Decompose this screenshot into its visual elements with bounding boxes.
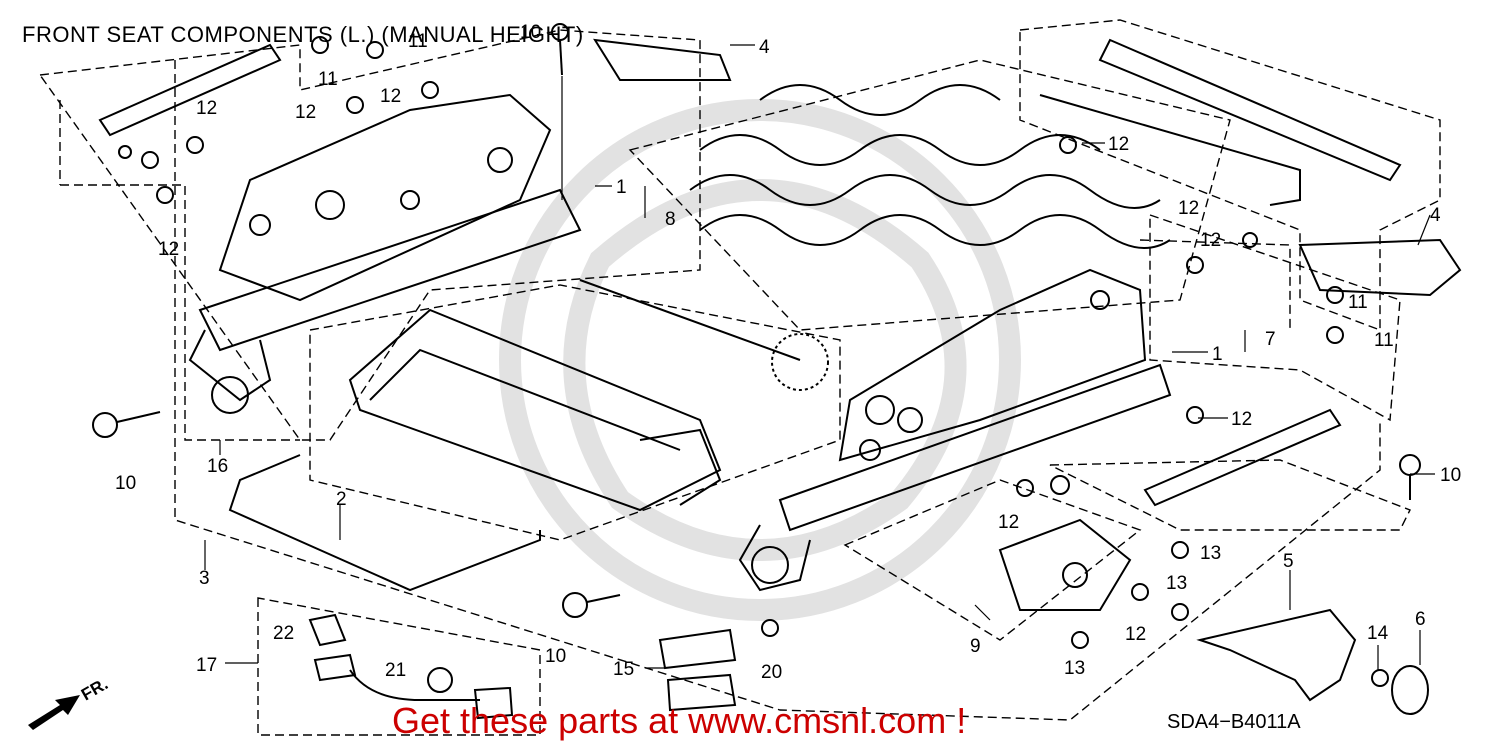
callout-14: 14: [1367, 623, 1389, 644]
right-seat-track-frame: [738, 268, 1172, 592]
callout-12: 12: [1200, 230, 1221, 251]
side-covers: [593, 38, 1462, 297]
callout-13: 13: [1200, 543, 1221, 564]
callout-12: 12: [1178, 198, 1199, 219]
bolts: [92, 23, 1421, 687]
upper-rail: [1039, 38, 1402, 206]
callout-3: 3: [199, 568, 210, 589]
direction-arrow: [28, 695, 80, 730]
link-arms: [98, 43, 1342, 507]
callout-12: 12: [1231, 409, 1252, 430]
callout-7: 7: [1265, 329, 1276, 350]
callout-12: 12: [380, 86, 401, 107]
callout-21: 21: [385, 660, 406, 681]
torsion-rod: [579, 279, 829, 391]
callout-11: 11: [1374, 330, 1394, 351]
height-adjust-rod: [228, 454, 541, 592]
callout-12: 12: [196, 98, 217, 119]
callout-8: 8: [665, 209, 676, 230]
callout-17: 17: [196, 655, 217, 676]
watermark-emblem: [499, 99, 1021, 621]
leader-lines: [204, 44, 1435, 670]
callout-6: 6: [1415, 609, 1426, 630]
callout-1: 1: [1212, 344, 1223, 365]
callout-10: 10: [520, 22, 541, 43]
callout-12: 12: [998, 512, 1019, 533]
callout-1: 1: [616, 177, 627, 198]
callout-11: 11: [1348, 292, 1368, 313]
callout-20: 20: [761, 662, 782, 683]
callouts: 1 1 2 3 4 4 5 6 7 8 9 10 10 10 10 11 11 …: [115, 22, 1461, 683]
callout-10: 10: [115, 473, 136, 494]
callout-12: 12: [1125, 624, 1146, 645]
harness-clips: [308, 613, 737, 720]
callout-10: 10: [545, 646, 566, 667]
diagram-code: SDA4−B4011A: [1167, 711, 1301, 733]
recliner-mechanism: [998, 518, 1132, 611]
callout-11: 11: [318, 69, 338, 90]
callout-15: 15: [613, 659, 634, 680]
callout-5: 5: [1283, 551, 1294, 572]
callout-13: 13: [1166, 573, 1187, 594]
callout-12: 12: [158, 239, 179, 260]
promo-banner[interactable]: Get these parts at www.cmsnl.com !: [392, 700, 967, 741]
callout-4: 4: [1430, 205, 1441, 226]
left-seat-track-frame: [188, 93, 582, 414]
seat-spring-pan: [689, 84, 1171, 249]
seat-cushion-base: [348, 308, 722, 512]
callout-11: 11: [408, 31, 428, 52]
callout-16: 16: [207, 456, 228, 477]
assembly-outlines: [38, 19, 1441, 736]
callout-13: 13: [1064, 658, 1085, 679]
callout-22: 22: [273, 623, 294, 644]
diagram-title: FRONT SEAT COMPONENTS (L.) (MANUAL HEIGH…: [22, 22, 584, 47]
callout-10: 10: [1440, 465, 1461, 486]
callout-2: 2: [336, 489, 347, 510]
callout-4: 4: [759, 37, 770, 58]
callout-9: 9: [970, 636, 981, 657]
callout-12: 12: [295, 102, 316, 123]
callout-12: 12: [1108, 134, 1129, 155]
lever-handle: [1196, 608, 1429, 715]
